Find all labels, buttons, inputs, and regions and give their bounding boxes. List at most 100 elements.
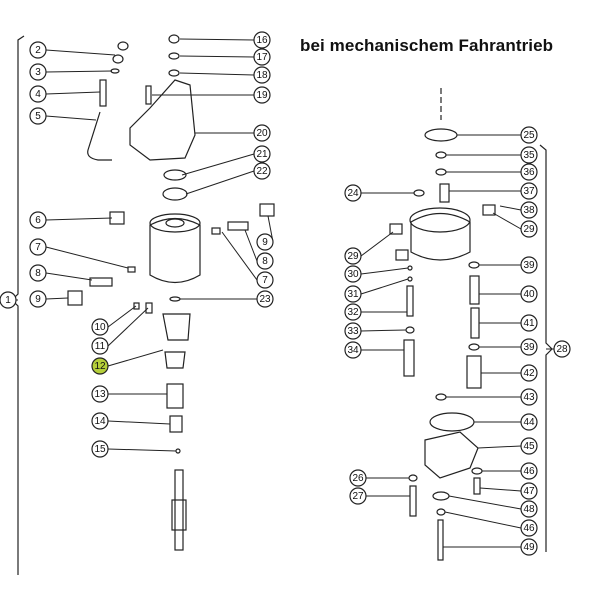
- callout-36-label[interactable]: 36: [523, 167, 535, 178]
- callout-35-label[interactable]: 35: [523, 150, 535, 161]
- callout-46-label[interactable]: 46: [523, 466, 535, 477]
- callout-24-label[interactable]: 24: [347, 188, 359, 199]
- callout-1-label[interactable]: 1: [5, 295, 11, 306]
- callout-39-circle[interactable]: [520, 256, 538, 274]
- callout-6-label[interactable]: 6: [35, 215, 41, 226]
- callout-40-label[interactable]: 40: [523, 289, 535, 300]
- callout-22-label[interactable]: 22: [256, 166, 268, 177]
- callout-12-label[interactable]: 12: [94, 361, 106, 372]
- callout-48-label[interactable]: 48: [523, 504, 535, 515]
- callout-39-label[interactable]: 39: [523, 342, 535, 353]
- callout-39-circle[interactable]: [520, 338, 538, 356]
- callout-5-circle[interactable]: [29, 107, 47, 125]
- callout-29-circle[interactable]: [344, 247, 362, 265]
- callout-1-circle[interactable]: [0, 291, 17, 309]
- callout-21-label[interactable]: 21: [256, 149, 268, 160]
- callout-29-label[interactable]: 29: [523, 224, 535, 235]
- callout-10-label[interactable]: 10: [94, 322, 106, 333]
- callout-29-circle[interactable]: [520, 220, 538, 238]
- callout-32-label[interactable]: 32: [347, 307, 359, 318]
- callout-3-circle[interactable]: [29, 63, 47, 81]
- callout-48-circle[interactable]: [520, 500, 538, 518]
- callout-17-label[interactable]: 17: [256, 52, 268, 63]
- callout-13-circle[interactable]: [91, 385, 109, 403]
- callout-25-circle[interactable]: [520, 126, 538, 144]
- callout-7-label[interactable]: 7: [262, 275, 268, 286]
- callout-44-label[interactable]: 44: [523, 417, 535, 428]
- callout-27-circle[interactable]: [349, 487, 367, 505]
- callout-46-circle[interactable]: [520, 462, 538, 480]
- callout-11-label[interactable]: 11: [95, 341, 106, 352]
- callout-49-label[interactable]: 49: [523, 542, 535, 553]
- callout-30-label[interactable]: 30: [347, 269, 359, 280]
- callout-42-label[interactable]: 42: [523, 368, 535, 379]
- callout-6-circle[interactable]: [29, 211, 47, 229]
- callout-24-circle[interactable]: [344, 184, 362, 202]
- callout-9-circle[interactable]: [256, 233, 274, 251]
- callout-22-circle[interactable]: [253, 162, 271, 180]
- callout-31-circle[interactable]: [344, 285, 362, 303]
- callout-32-circle[interactable]: [344, 303, 362, 321]
- callout-8-label[interactable]: 8: [35, 268, 41, 279]
- callout-12-circle[interactable]: [91, 357, 109, 375]
- callout-47-circle[interactable]: [520, 482, 538, 500]
- callout-21-circle[interactable]: [253, 145, 271, 163]
- callout-35-circle[interactable]: [520, 146, 538, 164]
- callout-7-circle[interactable]: [29, 238, 47, 256]
- callout-33-label[interactable]: 33: [347, 326, 359, 337]
- callout-30-circle[interactable]: [344, 265, 362, 283]
- callout-9-circle[interactable]: [29, 290, 47, 308]
- callout-14-circle[interactable]: [91, 412, 109, 430]
- callout-20-label[interactable]: 20: [256, 128, 268, 139]
- callout-11-circle[interactable]: [91, 337, 109, 355]
- callout-47-label[interactable]: 47: [523, 486, 535, 497]
- callout-44-circle[interactable]: [520, 413, 538, 431]
- callout-9-label[interactable]: 9: [35, 294, 41, 305]
- callout-37-label[interactable]: 37: [523, 186, 535, 197]
- callout-7-circle[interactable]: [256, 271, 274, 289]
- callout-41-label[interactable]: 41: [523, 318, 535, 329]
- callout-2-circle[interactable]: [29, 41, 47, 59]
- callout-43-circle[interactable]: [520, 388, 538, 406]
- callout-4-label[interactable]: 4: [35, 89, 41, 100]
- callout-16-label[interactable]: 16: [256, 35, 268, 46]
- callout-3-label[interactable]: 3: [35, 67, 41, 78]
- callout-8-circle[interactable]: [29, 264, 47, 282]
- callout-40-circle[interactable]: [520, 285, 538, 303]
- callout-38-label[interactable]: 38: [523, 205, 535, 216]
- callout-33-circle[interactable]: [344, 322, 362, 340]
- callout-2-label[interactable]: 2: [35, 45, 41, 56]
- callout-43-label[interactable]: 43: [523, 392, 535, 403]
- callout-41-circle[interactable]: [520, 314, 538, 332]
- callout-19-label[interactable]: 19: [256, 90, 268, 101]
- callout-5-label[interactable]: 5: [35, 111, 41, 122]
- callout-28-label[interactable]: 28: [556, 344, 568, 355]
- callout-34-label[interactable]: 34: [347, 345, 359, 356]
- callout-23-label[interactable]: 23: [259, 294, 271, 305]
- callout-13-label[interactable]: 13: [94, 389, 106, 400]
- callout-14-label[interactable]: 14: [94, 416, 106, 427]
- callout-39-label[interactable]: 39: [523, 260, 535, 271]
- callout-36-circle[interactable]: [520, 163, 538, 181]
- callout-16-circle[interactable]: [253, 31, 271, 49]
- callout-4-circle[interactable]: [29, 85, 47, 103]
- callout-9-label[interactable]: 9: [262, 237, 268, 248]
- callout-28-circle[interactable]: [553, 340, 571, 358]
- callout-7-label[interactable]: 7: [35, 242, 41, 253]
- callout-37-circle[interactable]: [520, 182, 538, 200]
- callout-8-label[interactable]: 8: [262, 256, 268, 267]
- callout-19-circle[interactable]: [253, 86, 271, 104]
- callout-26-label[interactable]: 26: [352, 473, 364, 484]
- callout-34-circle[interactable]: [344, 341, 362, 359]
- callout-26-circle[interactable]: [349, 469, 367, 487]
- callout-31-label[interactable]: 31: [347, 289, 359, 300]
- callout-20-circle[interactable]: [253, 124, 271, 142]
- callout-29-label[interactable]: 29: [347, 251, 359, 262]
- callout-42-circle[interactable]: [520, 364, 538, 382]
- callout-46-label[interactable]: 46: [523, 523, 535, 534]
- callout-18-label[interactable]: 18: [256, 70, 268, 81]
- callout-38-circle[interactable]: [520, 201, 538, 219]
- callout-45-circle[interactable]: [520, 437, 538, 455]
- callout-18-circle[interactable]: [253, 66, 271, 84]
- callout-15-label[interactable]: 15: [94, 444, 106, 455]
